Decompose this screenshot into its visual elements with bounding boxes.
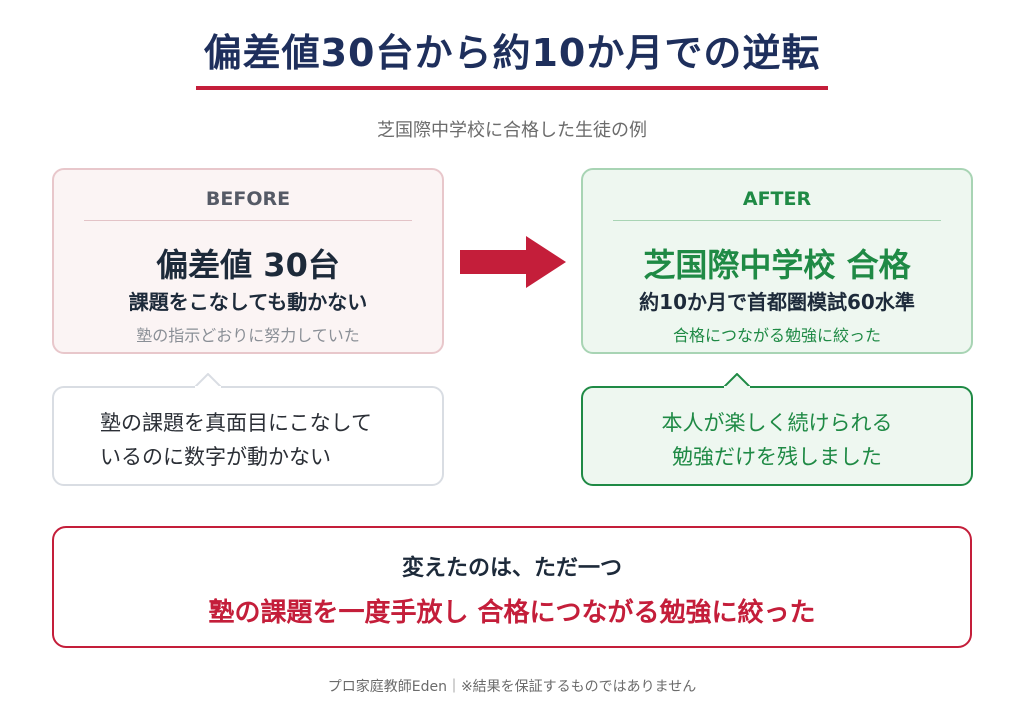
- after-card: AFTER 芝国際中学校 合格 約10か月で首都圏模試60水準 合格につながる勉…: [581, 168, 973, 354]
- before-bubble-line-1: 塾の課題を真面目にこなして: [100, 411, 372, 435]
- after-sub-text: 約10か月で首都圏模試60水準: [639, 290, 915, 314]
- summary-main-text: 塾の課題を一度手放し 合格につながる勉強に絞った: [208, 598, 816, 628]
- page-title: 偏差値30台から約10か月での逆転: [203, 31, 821, 75]
- before-main-text: 偏差値 30台: [156, 246, 340, 284]
- before-sub-text: 課題をこなしても動かない: [128, 290, 368, 314]
- right-arrow-icon: [460, 236, 566, 288]
- footer-text: プロ家庭教師Eden｜※結果を保証するものではありません: [327, 679, 697, 695]
- after-main-text: 芝国際中学校 合格: [643, 246, 911, 284]
- bubble-tail: [723, 373, 751, 388]
- before-speech-bubble: 塾の課題を真面目にこなして いるのに数字が動かない: [52, 373, 444, 486]
- before-divider: [84, 220, 412, 221]
- after-speech-bubble: 本人が楽しく続けられる 勉強だけを残しました: [581, 373, 973, 486]
- before-note: 塾の指示どおりに努力していた: [136, 326, 360, 345]
- after-label: AFTER: [742, 188, 812, 210]
- after-bubble-line-2: 勉強だけを残しました: [672, 445, 882, 469]
- before-card: BEFORE 偏差値 30台 課題をこなしても動かない 塾の指示どおりに努力して…: [52, 168, 444, 354]
- after-bubble-line-1: 本人が楽しく続けられる: [661, 411, 893, 435]
- bubble-tail: [194, 373, 222, 388]
- after-divider: [613, 220, 941, 221]
- before-label: BEFORE: [205, 188, 291, 210]
- summary-box: 変えたのは、ただ一つ 塾の課題を一度手放し 合格につながる勉強に絞った: [52, 526, 972, 648]
- after-note: 合格につながる勉強に絞った: [672, 326, 881, 345]
- title-underline: [196, 86, 828, 90]
- page-subtitle: 芝国際中学校に合格した生徒の例: [377, 120, 647, 141]
- summary-heading: 変えたのは、ただ一つ: [401, 556, 622, 581]
- before-bubble-line-2: いるのに数字が動かない: [100, 445, 331, 469]
